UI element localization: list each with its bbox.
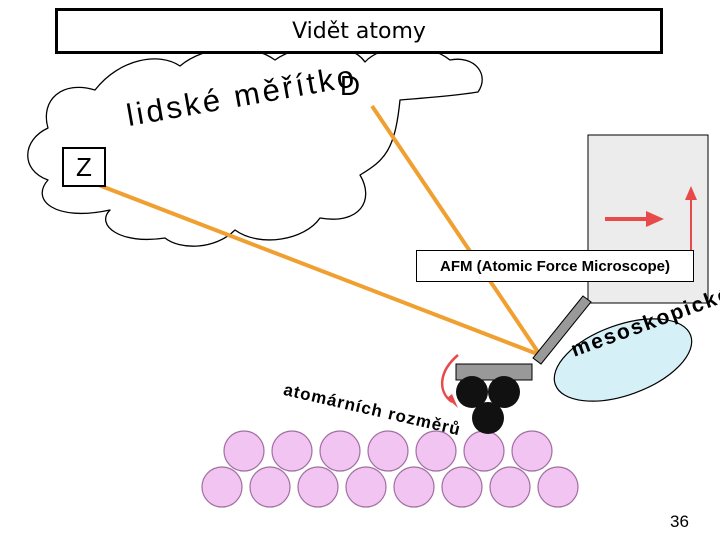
substrate-atom	[463, 430, 505, 472]
substrate-atom	[271, 430, 313, 472]
substrate-atom	[319, 430, 361, 472]
substrate-atom	[201, 466, 243, 508]
substrate-atom	[345, 466, 387, 508]
right-arrow-icon	[605, 211, 664, 227]
tip-atoms	[456, 376, 520, 434]
mesoscopic-blob	[553, 318, 693, 402]
curved-arrow-icon	[441, 354, 459, 408]
page-title: Vidět atomy	[55, 8, 663, 54]
substrate-atom	[537, 466, 579, 508]
substrate-atom	[415, 430, 457, 472]
tip-atom	[472, 402, 504, 434]
substrate-atom	[367, 430, 409, 472]
label-d: D	[339, 70, 361, 101]
substrate-atom	[441, 466, 483, 508]
cloud	[27, 45, 483, 247]
substrate-atom	[393, 466, 435, 508]
substrate-atoms	[201, 430, 579, 508]
substrate-atom	[511, 430, 553, 472]
substrate-atom	[489, 466, 531, 508]
substrate-atom	[249, 466, 291, 508]
substrate-atom	[223, 430, 265, 472]
afm-label: AFM (Atomic Force Microscope)	[416, 250, 694, 282]
substrate-atom	[297, 466, 339, 508]
laser-beam	[95, 104, 542, 357]
page-number: 36	[670, 512, 689, 531]
label-z: Z	[62, 147, 106, 187]
tip-atom	[456, 376, 488, 408]
tip-atom	[488, 376, 520, 408]
